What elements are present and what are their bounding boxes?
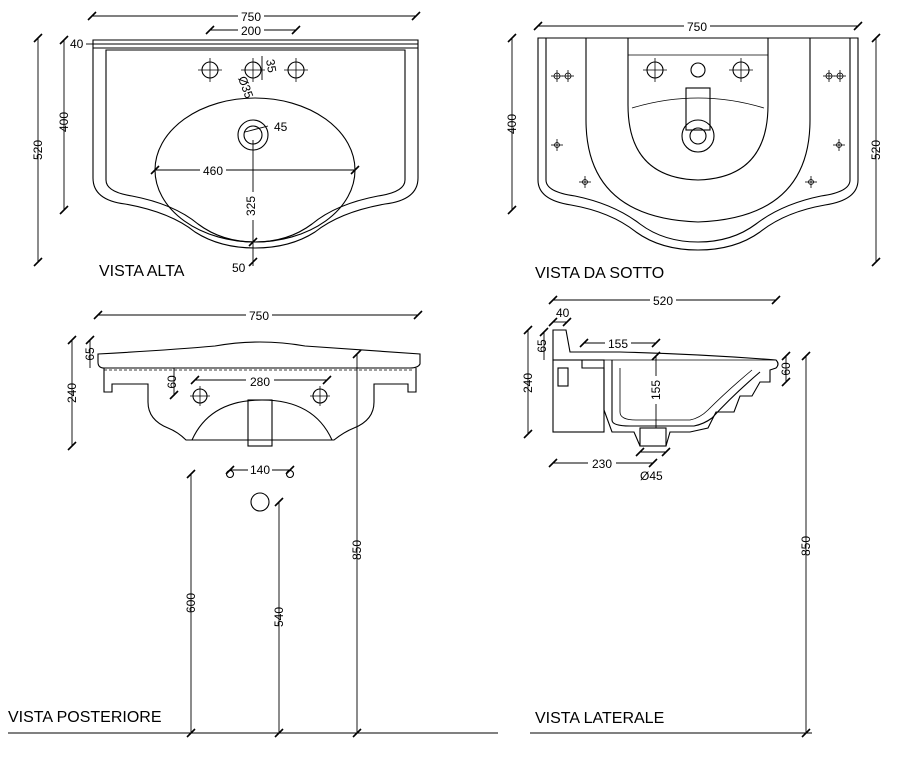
dim-top-hole-35: 35	[263, 58, 279, 74]
dim-rear-60: 60	[165, 375, 179, 389]
view-rear: 750 65 240 60 280 140 600 540 850 VISTA	[8, 308, 498, 738]
side-back-block	[552, 359, 605, 433]
bottom-drain-outer	[681, 119, 715, 153]
dim-rear-240: 240	[65, 383, 79, 403]
dim-top-front: 50	[232, 261, 246, 275]
rear-hole-right	[310, 386, 330, 406]
label-vista-posteriore: VISTA POSTERIORE	[8, 709, 162, 726]
bottom-fixing-points	[551, 70, 846, 188]
top-basin-outline	[92, 39, 419, 249]
dim-top-holes: 200	[241, 24, 261, 38]
dim-side-drain: Ø45	[640, 469, 663, 483]
dim-side-40: 40	[556, 306, 570, 320]
rear-waste-outlet	[250, 492, 270, 512]
dim-side-230: 230	[592, 457, 612, 471]
label-vista-alta: VISTA ALTA	[99, 263, 185, 280]
bottom-tap-hole-left	[643, 58, 667, 82]
dim-top-bowl-w: 460	[203, 164, 223, 178]
bottom-basin-outline	[537, 37, 859, 251]
dim-rear-540: 540	[272, 607, 286, 627]
side-drain	[639, 427, 667, 447]
dim-rear-140: 140	[250, 463, 270, 477]
bottom-drain-inner	[689, 127, 707, 145]
dim-rear-600: 600	[184, 593, 198, 613]
bottom-basin-inner	[545, 38, 851, 243]
top-tap-hole-right	[284, 58, 308, 82]
dim-top-520: 520	[31, 140, 45, 160]
side-overflow-slot	[557, 367, 569, 387]
rear-drain-pipe	[247, 399, 273, 447]
rear-pedestal-arch	[191, 399, 333, 441]
dim-side-155-v: 155	[649, 380, 663, 400]
bottom-tap-hole-right	[729, 58, 753, 82]
view-side: 520 40 65 240 155 155 60 230 Ø45	[521, 293, 813, 738]
bottom-pedestal-inner	[627, 38, 769, 181]
side-bowl-curve	[619, 368, 753, 421]
rear-hole-left	[190, 386, 210, 406]
bottom-drain-neck	[685, 87, 711, 131]
view-top: 750 200 520 400 40 Ø35 35 45 460 325 50 …	[31, 9, 421, 280]
rear-rim	[97, 341, 421, 369]
dim-top-drain: 45	[274, 120, 288, 134]
dim-bottom-400: 400	[505, 114, 519, 134]
top-tap-hole-left	[198, 58, 222, 82]
dim-bottom-width: 750	[687, 20, 707, 34]
dim-top-rim: 40	[70, 37, 84, 51]
bottom-overflow-hole	[690, 62, 706, 78]
dim-side-65: 65	[535, 339, 549, 353]
dim-top-400: 400	[57, 112, 71, 132]
dim-top-bowl-d: 325	[244, 196, 258, 216]
dim-top-width: 750	[241, 10, 261, 24]
dim-side-155-h: 155	[608, 337, 628, 351]
bottom-bowl-curve	[631, 97, 765, 109]
dim-rear-280: 280	[250, 375, 270, 389]
rear-body	[103, 368, 417, 441]
label-vista-laterale: VISTA LATERALE	[535, 710, 664, 727]
dim-side-60: 60	[779, 362, 793, 376]
dim-rear-65: 65	[83, 347, 97, 361]
dim-rear-850: 850	[350, 540, 364, 560]
dim-side-520: 520	[653, 294, 673, 308]
top-tap-hole-center	[241, 58, 265, 82]
dim-side-850: 850	[799, 536, 813, 556]
side-basin-inner	[611, 360, 761, 427]
dim-rear-width: 750	[249, 309, 269, 323]
bottom-pedestal-outer	[585, 38, 811, 223]
label-vista-da-sotto: VISTA DA SOTTO	[535, 265, 664, 282]
dim-side-240: 240	[521, 373, 535, 393]
view-bottom: 750 400 520 VISTA DA SOTTO	[505, 19, 883, 282]
dim-bottom-520: 520	[869, 140, 883, 160]
